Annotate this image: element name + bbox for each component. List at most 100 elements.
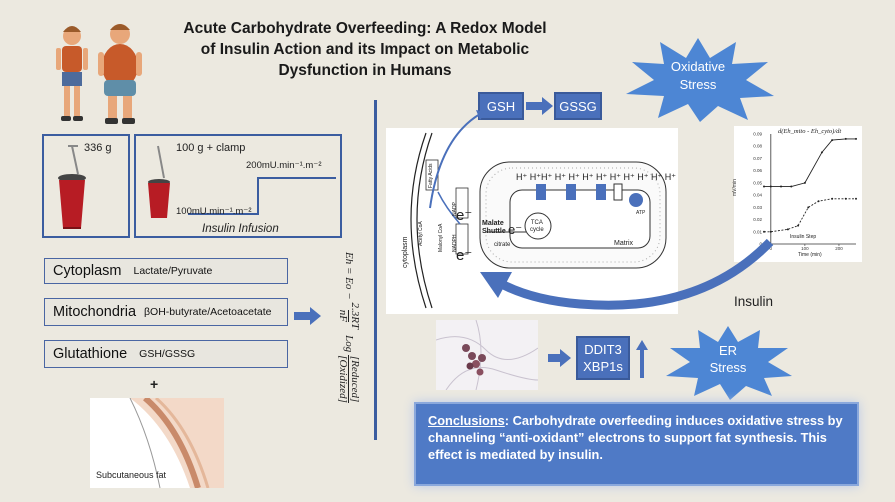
electron-label-2: e⁻ bbox=[456, 247, 473, 264]
chart-y-tick-label: 0.05 bbox=[753, 180, 762, 185]
chart-annotation: Insulin Step bbox=[790, 234, 817, 240]
chart-point bbox=[855, 137, 857, 140]
histology-to-genes-arrow-icon bbox=[548, 349, 571, 367]
cytoplasm-label: cytoplasm bbox=[402, 236, 409, 268]
equation-denominator: nF bbox=[337, 309, 350, 322]
oxidative-stress-line-1: Oxidative bbox=[670, 59, 726, 74]
er-stress-line-1: ER bbox=[718, 343, 738, 358]
xbp1s-label: XBP1s bbox=[583, 359, 623, 374]
conclusions-heading: Conclusions bbox=[428, 413, 505, 428]
lean-and-obese-person-illustration bbox=[56, 24, 142, 124]
chart-y-tick-label: 0.08 bbox=[753, 144, 762, 149]
chart-point bbox=[763, 185, 765, 188]
chart-y-tick-label: 0.02 bbox=[753, 217, 762, 222]
citrate-label: citrate bbox=[494, 242, 511, 248]
title-line-1: Acute Carbohydrate Overfeeding: A Redox … bbox=[183, 20, 547, 37]
compartment-label: Mitochondria bbox=[53, 304, 137, 320]
redox-row-glutathione: Glutathione GSH/GSSG bbox=[44, 340, 288, 368]
acetyl-coa-label: Acetyl CoA bbox=[418, 221, 424, 246]
chart-point bbox=[769, 185, 772, 188]
atp-label: ATP bbox=[636, 210, 646, 216]
drink-protocol-box: 336 g bbox=[42, 134, 130, 238]
compartment-label: Cytoplasm bbox=[53, 263, 122, 279]
gsh-to-gssg-arrow-icon bbox=[526, 97, 553, 115]
er-stress-label: ER Stress bbox=[686, 342, 770, 376]
up-arrow-icon bbox=[636, 340, 648, 378]
chart-point bbox=[797, 224, 800, 227]
chart-point bbox=[803, 181, 806, 184]
chart-ylabel: mV/min bbox=[732, 179, 738, 196]
chart-series-line-2 bbox=[764, 198, 856, 233]
chart-y-tick-label: 0 bbox=[759, 242, 762, 247]
lean-person-icon bbox=[56, 26, 88, 121]
redox-pair-label: βOH-butyrate/Acetoacetate bbox=[144, 306, 272, 318]
electron-label-3: e⁻ bbox=[508, 222, 523, 237]
chart-point bbox=[769, 230, 772, 233]
chart-y-tick-label: 0.01 bbox=[753, 229, 762, 234]
equation-numerator: 2.3RT bbox=[349, 302, 362, 330]
soda-cup-small-icon bbox=[148, 145, 170, 218]
chart-point bbox=[786, 228, 789, 231]
chart-point bbox=[780, 185, 783, 188]
chart-xlabel: Time (min) bbox=[798, 252, 822, 258]
equation-reduced: [Reduced] bbox=[349, 355, 362, 403]
oxidative-stress-label: Oxidative Stress bbox=[640, 58, 756, 94]
insulin-label: Insulin bbox=[734, 294, 774, 309]
conclusions-box: Conclusions: Carbohydrate overfeeding in… bbox=[414, 402, 859, 486]
insulin-step-diagram bbox=[188, 177, 336, 215]
oxidative-stress-line-2: Stress bbox=[679, 77, 717, 92]
chart-y-tick-label: 0.06 bbox=[753, 168, 762, 173]
conclusions-text: : Carbohydrate overfeeding induces oxida… bbox=[428, 413, 843, 462]
redox-pair-label: GSH/GSSG bbox=[139, 348, 196, 360]
chart-y-tick-label: 0.04 bbox=[753, 193, 762, 198]
malonyl-coa-label: Malonyl CoA bbox=[438, 223, 444, 252]
er-stress-line-2: Stress bbox=[709, 360, 747, 375]
chart-y-tick-label: 0.09 bbox=[753, 132, 762, 137]
redox-pair-label: Lactate/Pyruvate bbox=[133, 265, 213, 277]
chart-point bbox=[831, 197, 834, 200]
malate-shuttle-line-1: Malate bbox=[482, 220, 504, 227]
chart-point bbox=[807, 206, 810, 209]
gssg-box: GSSG bbox=[554, 92, 602, 120]
malate-shuttle-line-2: Shuttle bbox=[482, 228, 506, 235]
right-arrow-icon bbox=[294, 307, 321, 325]
equation-oxidized: [Oxidized] bbox=[337, 355, 350, 403]
obese-person-icon bbox=[98, 24, 142, 124]
soda-cup-icon bbox=[58, 145, 86, 229]
chart-y-tick-label: 0.03 bbox=[753, 205, 762, 210]
chart-x-tick-label: 200 bbox=[835, 246, 843, 251]
chart-y-tick-label: 0.07 bbox=[753, 156, 762, 161]
insulin-infusion-label: Insulin Infusion bbox=[202, 223, 279, 235]
vertical-divider bbox=[374, 100, 377, 440]
title-line-2: of Insulin Action and its Impact on Meta… bbox=[200, 41, 530, 58]
compartment-label: Glutathione bbox=[53, 346, 128, 362]
chart-point bbox=[855, 197, 857, 200]
adipose-histology-image bbox=[436, 320, 538, 390]
chart-point bbox=[763, 230, 765, 233]
equation-log: Log bbox=[343, 335, 355, 353]
chart-point bbox=[831, 139, 834, 142]
gene-markers-box: DDIT3 XBP1s bbox=[576, 336, 630, 380]
clamp-label: 100 g + clamp bbox=[176, 142, 246, 154]
histology-illustration bbox=[436, 320, 538, 390]
tca-line-2: cycle bbox=[530, 227, 544, 233]
oxidative-stress-burst bbox=[626, 38, 774, 122]
equation-lhs: Eh = Eo − bbox=[343, 252, 355, 300]
gsh-box: GSH bbox=[478, 92, 524, 120]
high-rate-label: 200mU.min⁻¹.m⁻² bbox=[246, 160, 322, 171]
electron-label-1: e⁻ bbox=[456, 207, 473, 224]
cell-diagram bbox=[410, 132, 667, 309]
redox-row-mitochondria: Mitochondria βOH-butyrate/Acetoacetate bbox=[44, 298, 288, 326]
nernst-equation: Eh = Eo − 2.3RT nF Log [Reduced] [Oxidiz… bbox=[337, 252, 362, 403]
chart-point bbox=[817, 200, 820, 203]
redox-row-cytoplasm: Cytoplasm Lactate/Pyruvate bbox=[44, 258, 288, 284]
page-title: Acute Carbohydrate Overfeeding: A Redox … bbox=[160, 18, 570, 81]
fat-tissue-illustration bbox=[129, 398, 224, 488]
chart-point bbox=[820, 151, 823, 154]
chart-point bbox=[790, 185, 793, 188]
tca-line-1: TCA bbox=[530, 220, 543, 226]
chart-x-tick-label: 100 bbox=[801, 246, 809, 251]
chart-point bbox=[844, 137, 847, 140]
title-line-3: Dysfunction in Humans bbox=[278, 62, 452, 79]
